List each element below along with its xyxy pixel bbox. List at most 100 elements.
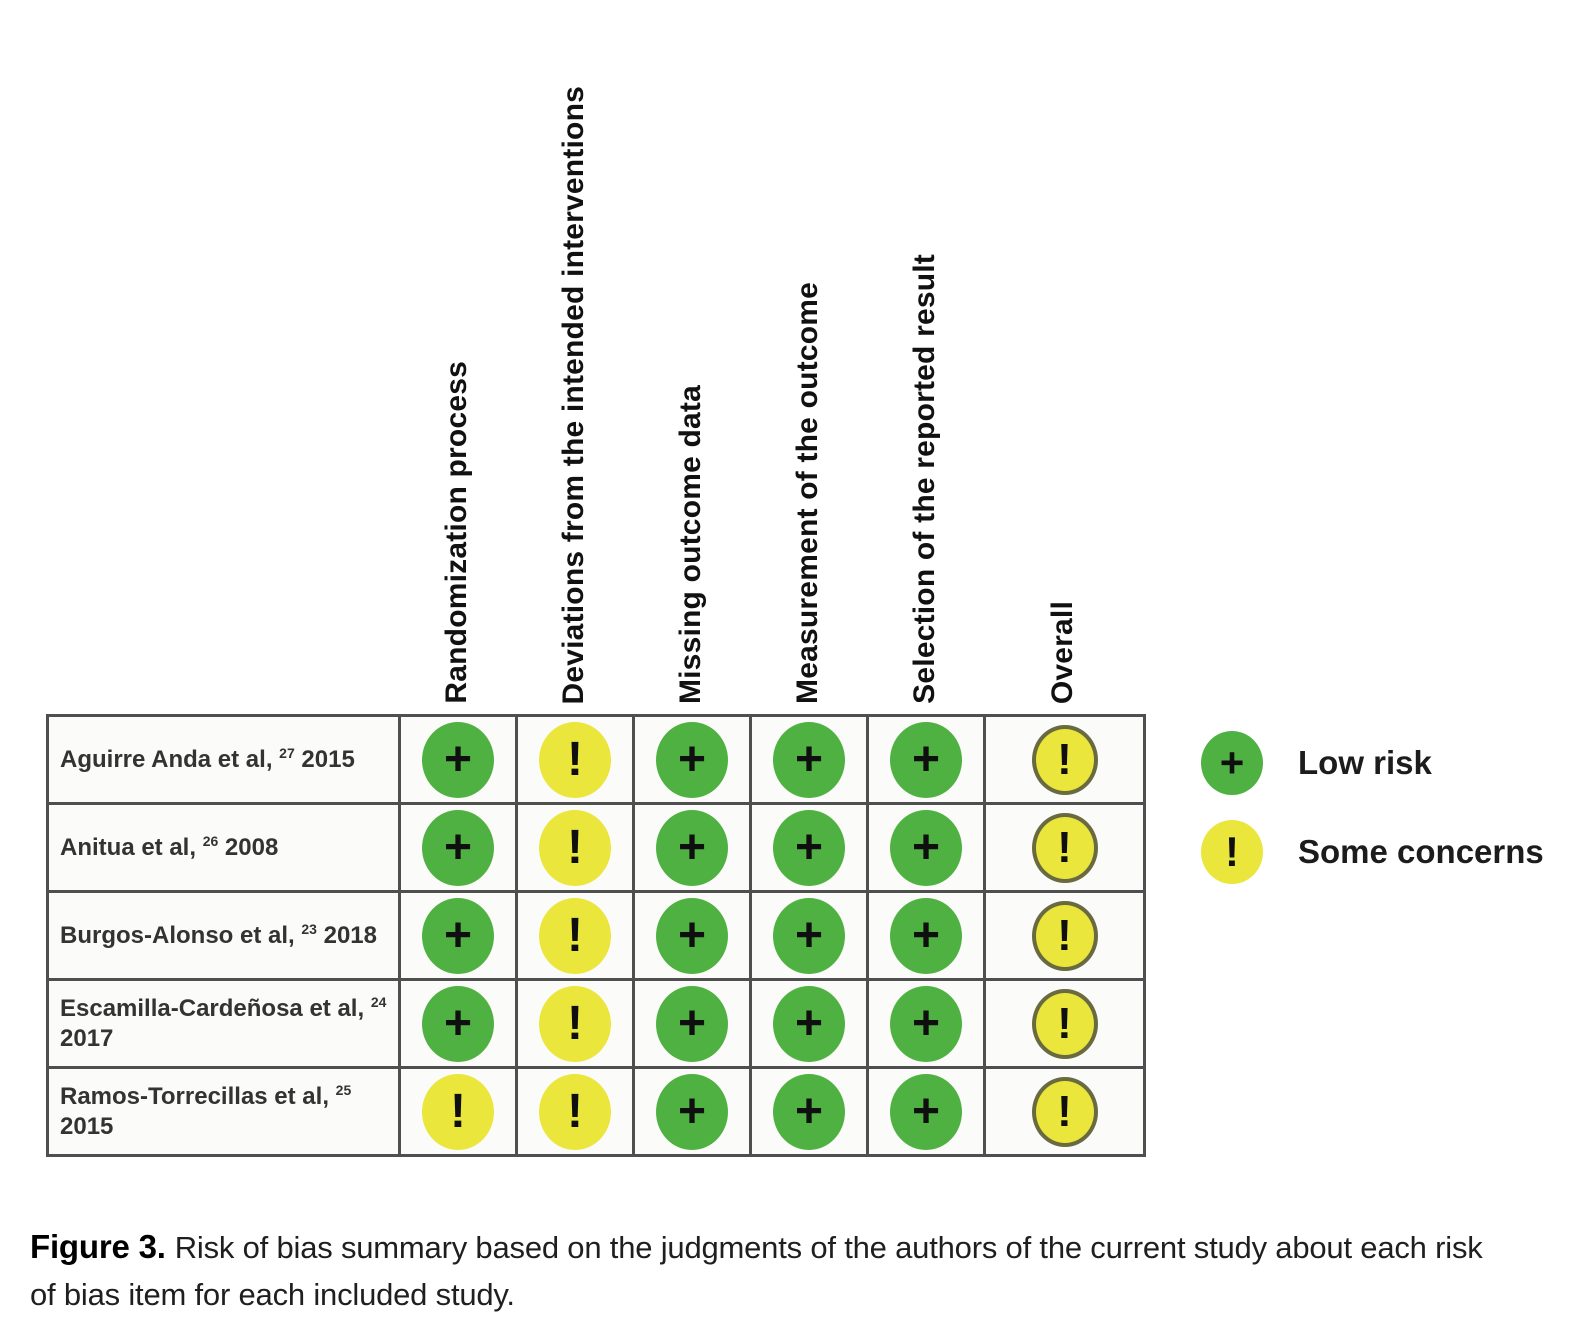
reference-superscript: 23 (301, 920, 317, 937)
judgment-cell: + (749, 802, 869, 893)
study-label: Aguirre Anda et al, 27 2015 (46, 714, 401, 805)
column-headers: Randomization process Deviations from th… (46, 0, 1143, 714)
risk-circle: + (890, 897, 962, 974)
column-header-overall: Overall (1046, 601, 1080, 714)
judgment-cell: + (749, 714, 869, 805)
judgment-cell: + (632, 890, 752, 981)
judgment-cell: ! (515, 978, 635, 1069)
judgment-cell-overall: ! (983, 802, 1146, 893)
study-year: 2008 (218, 833, 279, 861)
study-label: Ramos-Torrecillas et al, 25 2015 (46, 1066, 401, 1157)
column-header-measurement: Measurement of the outcome (791, 282, 825, 714)
judgment-cell: + (632, 802, 752, 893)
judgment-cell-overall: ! (983, 890, 1146, 981)
study-year: 2018 (316, 921, 377, 949)
table-row: Aguirre Anda et al, 27 2015 + ! + + + ! (46, 714, 1146, 805)
judgment-cell: + (398, 714, 518, 805)
risk-circle: + (890, 985, 962, 1062)
table-row: Burgos-Alonso et al, 23 2018 + ! + + + ! (46, 890, 1146, 981)
risk-circle: + (422, 985, 494, 1062)
study-label: Escamilla-Cardeñosa et al, 24 2017 (46, 978, 401, 1069)
legend: + Low risk ! Some concerns (1201, 731, 1544, 909)
some-concerns-icon: ! (1201, 820, 1263, 884)
risk-circle: ! (1031, 988, 1098, 1059)
judgment-cell: ! (515, 802, 635, 893)
legend-label: Low risk (1298, 744, 1432, 781)
judgment-cell: + (866, 978, 986, 1069)
risk-circle: + (773, 1073, 845, 1150)
judgment-cell: ! (515, 890, 635, 981)
risk-circle: + (656, 1073, 728, 1150)
judgment-cell: ! (515, 714, 635, 805)
judgment-cell: + (398, 978, 518, 1069)
risk-circle: ! (539, 1073, 611, 1150)
reference-superscript: 25 (335, 1081, 352, 1098)
table-row: Anitua et al, 26 2008 + ! + + + ! (46, 802, 1146, 893)
study-name: Escamilla-Cardeñosa et al, (60, 994, 371, 1022)
risk-circle: ! (539, 985, 611, 1062)
judgment-cell: + (632, 1066, 752, 1157)
judgment-cell: ! (398, 1066, 518, 1157)
judgment-cell-overall: ! (983, 1066, 1146, 1157)
risk-circle: + (890, 721, 962, 798)
study-year: 2017 (60, 1024, 114, 1052)
legend-item-low-risk: + Low risk (1201, 731, 1544, 795)
figure-caption: Figure 3.Risk of bias summary based on t… (30, 1222, 1508, 1318)
study-label: Burgos-Alonso et al, 23 2018 (46, 890, 401, 981)
risk-circle: + (773, 985, 845, 1062)
risk-circle: ! (1031, 724, 1098, 795)
risk-circle: + (773, 721, 845, 798)
study-label: Anitua et al, 26 2008 (46, 802, 401, 893)
risk-circle: + (422, 897, 494, 974)
figure-number: Figure 3. (30, 1228, 166, 1265)
judgment-cell: + (749, 1066, 869, 1157)
table-row: Escamilla-Cardeñosa et al, 24 2017 + ! +… (46, 978, 1146, 1069)
table-row: Ramos-Torrecillas et al, 25 2015 ! ! + +… (46, 1066, 1146, 1157)
study-name: Ramos-Torrecillas et al, (60, 1082, 336, 1110)
reference-superscript: 24 (370, 993, 387, 1010)
risk-circle: ! (539, 721, 611, 798)
risk-circle: + (656, 897, 728, 974)
risk-circle: + (656, 985, 728, 1062)
risk-circle: ! (1031, 812, 1098, 883)
risk-circle: + (656, 721, 728, 798)
column-header-label: Measurement of the outcome (790, 282, 824, 704)
study-name: Anitua et al, (60, 833, 203, 861)
legend-label: Some concerns (1298, 833, 1544, 870)
judgment-cell: + (749, 978, 869, 1069)
risk-circle: ! (539, 897, 611, 974)
reference-superscript: 26 (202, 832, 219, 849)
judgment-cell: + (749, 890, 869, 981)
risk-circle: + (656, 809, 728, 886)
risk-circle: ! (539, 809, 611, 886)
risk-circle: + (890, 809, 962, 886)
judgment-cell: + (866, 890, 986, 981)
judgment-cell: + (866, 714, 986, 805)
judgment-cell-overall: ! (983, 714, 1146, 805)
column-header-missing-data: Missing outcome data (674, 385, 708, 714)
risk-circle: + (890, 1073, 962, 1150)
study-year: 2015 (60, 1112, 114, 1140)
column-header-label: Deviations from the intended interventio… (556, 85, 590, 704)
reference-superscript: 27 (279, 744, 295, 761)
caption-text: Risk of bias summary based on the judgme… (30, 1230, 1483, 1312)
column-header-randomization: Randomization process (440, 361, 474, 714)
column-header-label: Randomization process (439, 361, 473, 704)
risk-circle: + (422, 809, 494, 886)
risk-circle: ! (422, 1073, 494, 1150)
judgment-cell: + (866, 802, 986, 893)
judgment-cell: + (398, 802, 518, 893)
legend-item-some-concerns: ! Some concerns (1201, 820, 1544, 884)
risk-circle: + (422, 721, 494, 798)
study-name: Aguirre Anda et al, (60, 745, 280, 773)
judgment-cell-overall: ! (983, 978, 1146, 1069)
risk-circle: ! (1031, 900, 1098, 971)
judgment-cell: + (866, 1066, 986, 1157)
judgment-cell: + (398, 890, 518, 981)
column-header-selection: Selection of the reported result (908, 254, 942, 714)
risk-circle: + (773, 809, 845, 886)
judgment-cell: + (632, 978, 752, 1069)
study-name: Burgos-Alonso et al, (60, 921, 302, 949)
judgment-cell: + (632, 714, 752, 805)
